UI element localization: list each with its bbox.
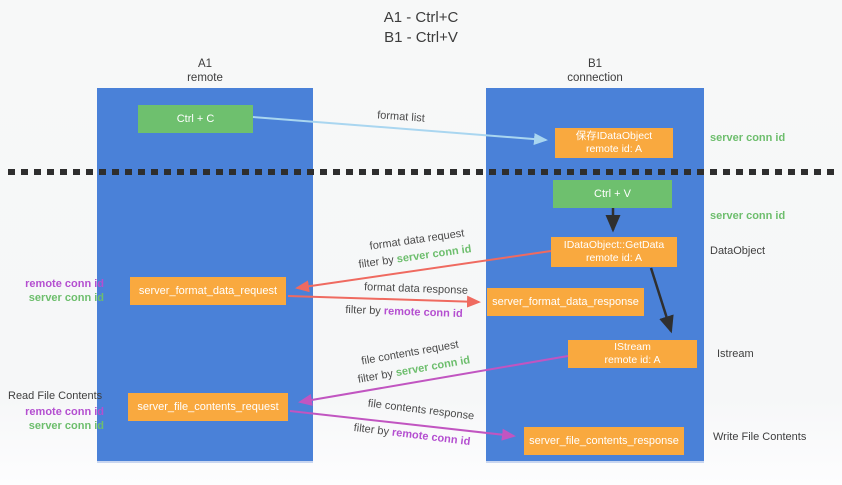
label-remote-conn-id-left-1: remote conn id [25,278,104,290]
node-save-idataobject-text: 保存IDataObject remote id: A [576,130,652,156]
filter-by-text: filter by [357,254,395,271]
label-server-conn-id-left-2: server conn id [28,419,104,432]
node-istream-line2: remote id: A [604,354,661,366]
node-idataobject-getdata: IDataObject::GetData remote id: A [551,237,677,267]
label-format-data-response: format data response [363,281,469,297]
node-server-format-data-request: server_format_data_request [130,277,286,305]
node-save-idataobject-line1: 保存IDataObject [575,130,653,142]
lane-a1-name: A1 [197,58,213,70]
diagram-title: A1 - Ctrl+C B1 - Ctrl+V [0,8,842,48]
node-server-file-contents-request: server_file_contents_request [128,393,288,421]
node-idataobject-getdata-line2: remote id: A [585,252,642,264]
node-save-idataobject-line2: remote id: A [585,143,642,155]
lane-header-a1: A1 remote [97,58,313,85]
label-dataobject: DataObject [710,245,766,257]
label-format-data-response-filter: filter by remote conn id [345,304,463,320]
phase-separator-dotted-line [8,169,834,175]
lane-b1-name: B1 [587,58,603,70]
label-server-conn-id-left-1: server conn id [28,291,104,304]
filter-key-remote-conn-id: remote conn id [383,305,463,321]
diagram-title-line1: A1 - Ctrl+C [383,9,459,26]
filter-by-text: filter by [345,303,382,318]
arrow-format-data-response [287,295,481,308]
lane-a1-subtitle: remote [187,71,223,84]
label-write-file-contents: Write File Contents [713,431,807,443]
label-server-conn-id-right-top: server conn id [710,132,786,144]
node-istream: IStream remote id: A [568,340,697,368]
node-istream-line1: IStream [614,341,651,353]
node-save-idataobject: 保存IDataObject remote id: A [555,128,673,158]
filter-by-text: filter by [356,367,394,386]
node-idataobject-getdata-text: IDataObject::GetData remote id: A [564,239,664,265]
diagram-title-line2: B1 - Ctrl+V [384,29,458,46]
node-ctrl-v: Ctrl + V [553,180,672,208]
node-server-file-contents-response: server_file_contents_response [524,427,684,455]
label-server-conn-id-right-mid: server conn id [710,210,786,222]
lane-b1-subtitle: connection [567,71,623,84]
conn-id-pair-format: remote conn id server conn id [10,278,104,305]
label-file-contents-response-filter: filter by remote conn id [353,422,471,448]
lane-header-b1: B1 connection [486,58,704,85]
node-server-format-data-response: server_format_data_response [487,288,644,316]
node-idataobject-getdata-line1: IDataObject::GetData [563,239,665,251]
label-remote-conn-id-left-2: remote conn id [25,406,104,418]
filter-key-remote-conn-id: remote conn id [391,426,471,449]
node-istream-text: IStream remote id: A [604,341,660,367]
label-file-contents-response: file contents response [367,397,475,423]
filter-by-text: filter by [353,421,390,439]
label-read-file-contents: Read File Contents [8,390,103,402]
label-format-list: format list [376,109,426,125]
conn-id-pair-file: remote conn id server conn id [10,406,104,433]
node-ctrl-c: Ctrl + C [138,105,253,133]
label-istream: Istream [717,348,754,360]
